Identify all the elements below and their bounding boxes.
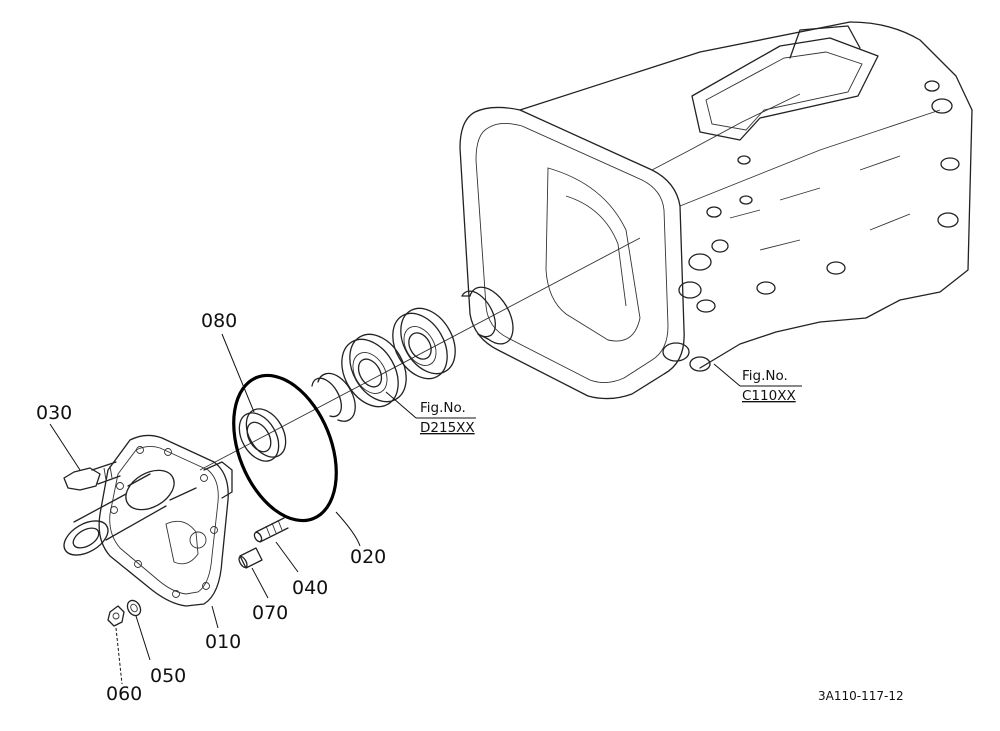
snap-ring-right	[461, 286, 514, 345]
fig-ref-number-c110[interactable]: C110XX	[742, 388, 796, 404]
o-ring-020[interactable]	[214, 360, 356, 535]
callout-010[interactable]: 010	[205, 631, 241, 653]
snap-ring-left	[311, 372, 356, 422]
diagram-code: 3A110-117-12	[818, 689, 904, 703]
oil-seal-080[interactable]	[231, 402, 293, 468]
callout-070[interactable]: 070	[252, 602, 288, 624]
callout-020[interactable]: 020	[350, 546, 386, 568]
callout-030[interactable]: 030	[36, 402, 72, 424]
callout-060[interactable]: 060	[106, 683, 142, 705]
stud-040[interactable]	[253, 517, 289, 543]
callout-050[interactable]: 050	[150, 665, 186, 687]
washer-050[interactable]	[125, 598, 143, 618]
transmission-housing	[459, 21, 973, 400]
pin-070[interactable]	[237, 547, 263, 569]
callout-080[interactable]: 080	[201, 310, 237, 332]
leader-lines	[49, 333, 802, 685]
bolt-030[interactable]	[63, 461, 121, 491]
fig-ref-label-c110: Fig.No.	[742, 368, 788, 384]
housing-010[interactable]	[58, 434, 233, 607]
fig-ref-number-d215[interactable]: D215XX	[420, 420, 475, 436]
assembly-axis-line	[199, 237, 641, 471]
ball-bearing-right	[392, 307, 456, 380]
callout-040[interactable]: 040	[292, 577, 328, 599]
fig-ref-label-d215: Fig.No.	[420, 400, 466, 416]
ball-bearing-left	[341, 333, 407, 408]
nut-060[interactable]	[107, 605, 125, 627]
